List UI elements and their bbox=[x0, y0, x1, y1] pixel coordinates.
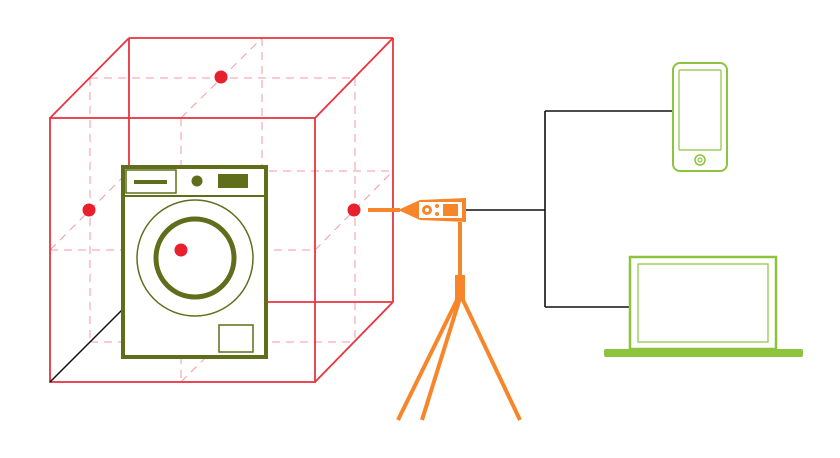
grid-line bbox=[49, 170, 130, 251]
probe-indicator-dot bbox=[435, 212, 439, 216]
laptop-screen bbox=[637, 263, 769, 343]
washer-detergent-drawer bbox=[125, 169, 177, 194]
tripod-head bbox=[455, 275, 465, 301]
phone-home-button bbox=[694, 154, 706, 166]
tripod-leg-left bbox=[396, 297, 460, 421]
cube-edge bbox=[49, 37, 130, 119]
tripod-leg-middle bbox=[420, 297, 462, 421]
laptop-icon bbox=[604, 255, 803, 357]
washing-machine-icon bbox=[121, 165, 268, 359]
tripod-leg-right bbox=[460, 297, 522, 421]
washer-knob bbox=[191, 175, 203, 187]
washer-door-inner bbox=[153, 216, 237, 300]
laptop-lid bbox=[628, 255, 778, 351]
phone-home-button-inner bbox=[697, 157, 703, 163]
connection-wires bbox=[466, 110, 672, 308]
tripod-icon bbox=[396, 222, 522, 421]
grid-line bbox=[314, 170, 394, 251]
cube-edge bbox=[314, 37, 394, 119]
cube-back-edge bbox=[49, 309, 123, 383]
phone-body bbox=[672, 62, 728, 172]
measurement-point bbox=[347, 203, 361, 217]
measurement-points bbox=[82, 70, 361, 257]
cube-front-face bbox=[49, 117, 316, 383]
measurement-point bbox=[214, 70, 228, 84]
probe-sensor-icon bbox=[368, 198, 466, 222]
cube-edges bbox=[49, 37, 394, 383]
measurement-point bbox=[174, 243, 188, 257]
probe-indicator-dot bbox=[435, 204, 439, 208]
phone-screen bbox=[678, 69, 722, 151]
washer-door-outer bbox=[136, 199, 254, 317]
probe-display bbox=[443, 204, 458, 216]
smartphone-icon bbox=[672, 62, 728, 172]
washer-drawer-handle bbox=[134, 180, 167, 184]
probe-sensor-dot bbox=[425, 208, 429, 212]
washer-filter-cover bbox=[218, 324, 254, 353]
cube-edge bbox=[314, 301, 394, 383]
measurement-point bbox=[82, 203, 96, 217]
washer-display bbox=[218, 174, 248, 188]
laptop-base bbox=[604, 349, 803, 357]
